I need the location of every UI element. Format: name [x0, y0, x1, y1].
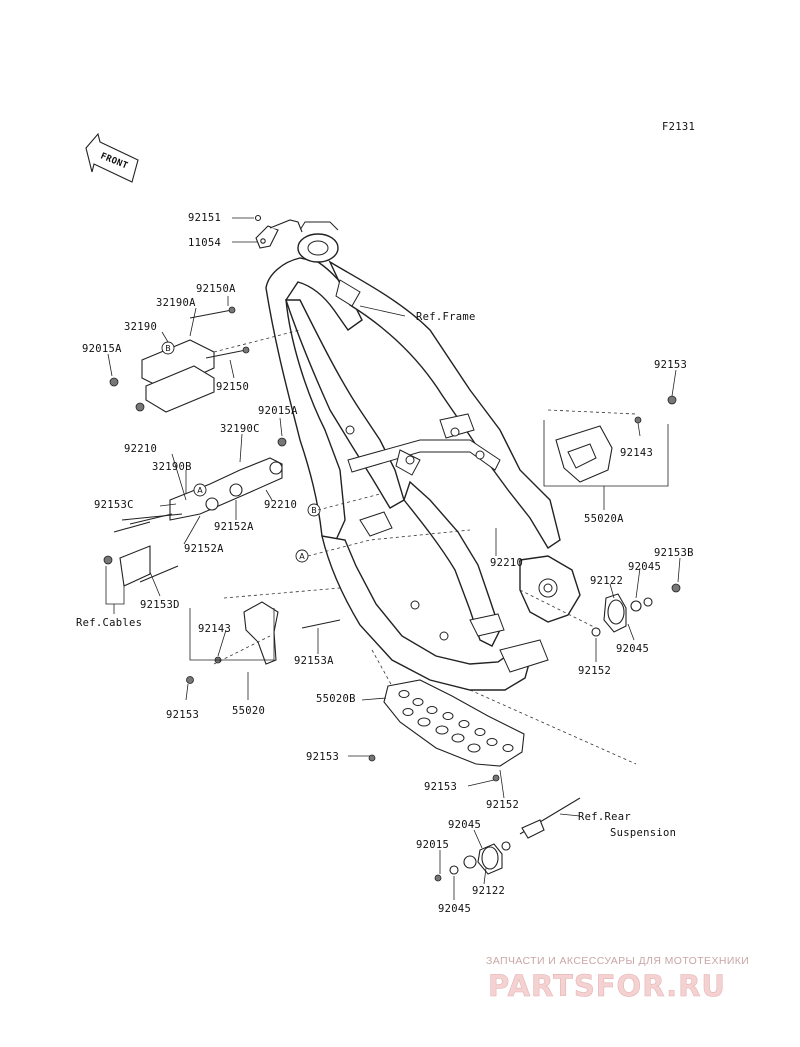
engine-bracket-middle — [103, 437, 287, 587]
watermark-brand-logo: PARTSFOR.RU — [488, 969, 726, 1003]
part-label-11054: 11054 — [188, 237, 221, 249]
part-label-32190: 32190 — [124, 321, 157, 333]
part-label-92015A-1: 92015A — [82, 343, 122, 355]
part-label-92150: 92150 — [216, 381, 249, 393]
part-label-92015A-2: 92015A — [258, 405, 298, 417]
watermark: ЗАПЧАСТИ И АКСЕССУАРЫ ДЛЯ МОТОТЕХНИКИ PA… — [486, 955, 749, 1003]
part-label-92153-left: 92153 — [166, 709, 199, 721]
leader-lines — [105, 217, 681, 900]
part-label-92122-1: 92122 — [590, 575, 623, 587]
svg-text:A: A — [197, 486, 203, 495]
part-label-92045-2: 92045 — [616, 643, 649, 655]
part-label-92152-1: 92152 — [578, 665, 611, 677]
part-label-92122-2: 92122 — [472, 885, 505, 897]
skid-plate-55020B — [368, 679, 525, 782]
roller-assembly-lower — [434, 797, 581, 882]
callout-b-left: B — [161, 341, 175, 355]
callout-a-frame: A — [295, 549, 309, 563]
ref-frame-label: Ref.Frame — [416, 311, 476, 323]
part-label-92153D: 92153D — [140, 599, 180, 611]
part-labels: 92151 11054 Ref.Frame 92150A 32190A 3219… — [76, 212, 694, 915]
svg-text:A: A — [299, 552, 305, 561]
part-label-92210-1: 92210 — [124, 443, 157, 455]
diagram-code: F2131 — [662, 121, 695, 133]
part-label-92153B: 92153B — [654, 547, 694, 559]
part-label-32190B: 32190B — [152, 461, 192, 473]
part-label-92151: 92151 — [188, 212, 221, 224]
part-label-92210-3: 92210 — [490, 557, 523, 569]
engine-bracket-upper — [109, 306, 250, 413]
part-label-55020: 55020 — [232, 705, 265, 717]
watermark-tagline: ЗАПЧАСТИ И АКСЕССУАРЫ ДЛЯ МОТОТЕХНИКИ — [486, 955, 749, 967]
long-bolts — [129, 513, 341, 629]
svg-text:B: B — [311, 506, 317, 515]
chain-guide-55020A — [555, 395, 677, 483]
part-label-92153A: 92153A — [294, 655, 334, 667]
part-label-92153-low: 92153 — [424, 781, 457, 793]
part-label-92153C: 92153C — [94, 499, 134, 511]
part-label-92210-2: 92210 — [264, 499, 297, 511]
part-label-92045-3: 92045 — [448, 819, 481, 831]
part-label-55020A: 55020A — [584, 513, 624, 525]
ref-rear-suspension-line1: Ref.Rear — [578, 811, 631, 823]
bracket-11054 — [254, 214, 303, 249]
ref-rear-suspension-line2: Suspension — [610, 827, 676, 839]
part-label-92153-top: 92153 — [654, 359, 687, 371]
part-label-92143-right: 92143 — [620, 447, 653, 459]
assembly-lines — [213, 329, 637, 765]
part-label-92045-4: 92045 — [438, 903, 471, 915]
roller-assembly-upper — [591, 583, 681, 637]
part-label-92153-mid: 92153 — [306, 751, 339, 763]
part-label-92015: 92015 — [416, 839, 449, 851]
part-label-92152A-1: 92152A — [214, 521, 254, 533]
part-label-92152-2: 92152 — [486, 799, 519, 811]
part-label-92143-left: 92143 — [198, 623, 231, 635]
svg-text:B: B — [165, 344, 171, 353]
ref-cables-label: Ref.Cables — [76, 617, 142, 629]
part-label-55020B: 55020B — [316, 693, 356, 705]
callout-b-frame: B — [307, 503, 321, 517]
part-label-92045-1: 92045 — [628, 561, 661, 573]
front-arrow-icon: FRONT — [85, 132, 139, 183]
part-label-32190A: 32190A — [156, 297, 196, 309]
frame-drawing — [265, 221, 581, 691]
callout-a-left: A — [193, 483, 207, 497]
part-label-92150A: 92150A — [196, 283, 236, 295]
part-label-92152A-2: 92152A — [184, 543, 224, 555]
part-label-32190C: 32190C — [220, 423, 260, 435]
chain-guide-55020 — [186, 601, 279, 684]
